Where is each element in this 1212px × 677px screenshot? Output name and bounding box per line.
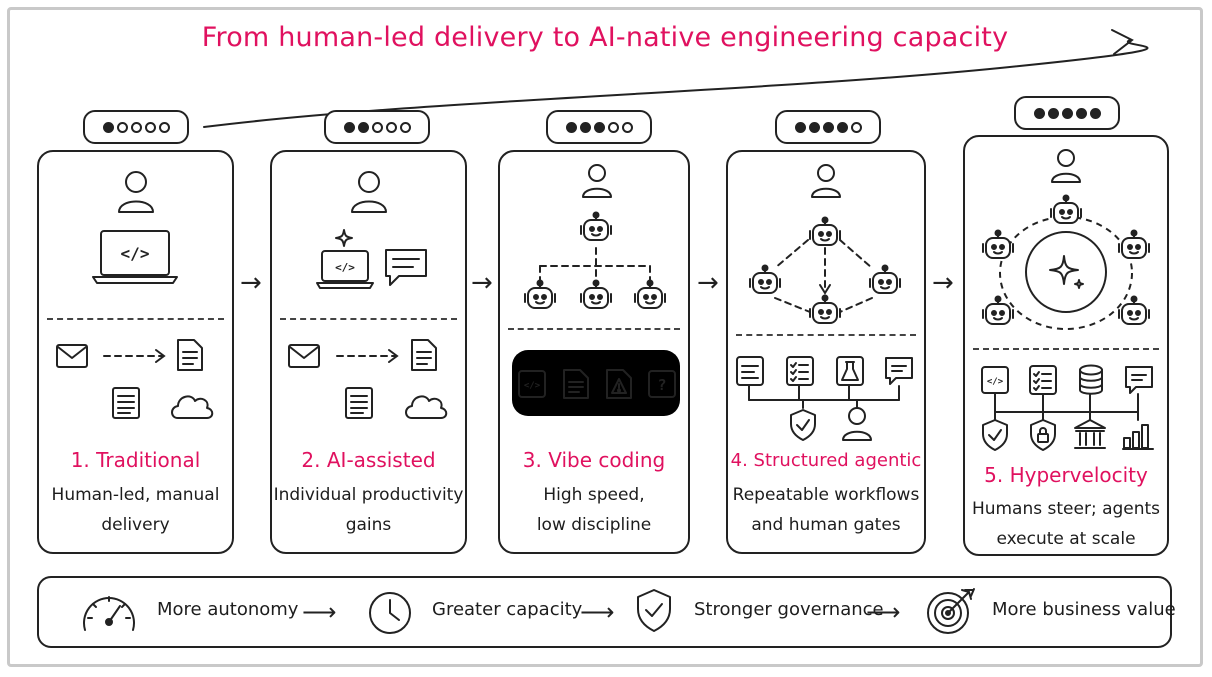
svg-text:?: ? [657, 376, 666, 394]
shield-check-icon [982, 419, 1008, 451]
outcome-arrow-2: ⟶ [580, 598, 615, 626]
stage-card-2 [270, 150, 467, 554]
outcome-label-governance: Stronger governance [694, 599, 884, 620]
spec-doc-icon [736, 356, 764, 386]
stage-arrow-1: → [240, 268, 262, 298]
bank-icon [1074, 419, 1106, 449]
stage-title-3: 3. Vibe coding [522, 448, 666, 472]
stage-title-1: 1. Traditional [70, 448, 201, 472]
robot-icon [634, 279, 666, 309]
robot-icon [1050, 194, 1082, 224]
laptop-code-icon: </> [316, 250, 374, 289]
clock-icon [369, 592, 411, 634]
robot-icon [580, 279, 612, 309]
page-title: From human-led delivery to AI-native eng… [201, 22, 1009, 53]
maturity-rating-2 [324, 110, 430, 144]
outcome-label-capacity: Greater capacity [432, 599, 583, 620]
robot-icon [809, 294, 841, 324]
laptop-code-icon: </> [92, 230, 178, 284]
outcome-arrow-3: ⟶ [866, 598, 901, 626]
robot-icon [869, 264, 901, 294]
outer-frame [7, 7, 1203, 667]
robot-icon [982, 295, 1014, 325]
robot-icon [580, 211, 612, 241]
person-icon [351, 171, 387, 213]
flow-arrow-icon [336, 349, 399, 363]
sparkle-icon [1049, 255, 1084, 289]
maturity-rating-3 [546, 110, 652, 144]
robot-icon [749, 264, 781, 294]
stage-arrow-2: → [471, 268, 493, 298]
svg-text:</>: </> [524, 381, 541, 391]
target-icon [927, 588, 975, 634]
person-icon [1051, 149, 1081, 183]
stage-arrow-4: → [932, 268, 954, 298]
checklist-doc-icon [345, 387, 373, 419]
outcome-label-autonomy: More autonomy [157, 599, 299, 620]
document-icon [411, 339, 437, 371]
warning-doc-icon [606, 369, 632, 399]
checklist-icon [1029, 365, 1057, 395]
mail-icon [288, 344, 320, 368]
cloud-icon [405, 395, 448, 419]
checklist-icon [786, 356, 814, 386]
card-2-divider [280, 318, 457, 320]
review-comment-icon [1125, 366, 1153, 394]
svg-text:</>: </> [335, 261, 355, 274]
card-1-divider [47, 318, 224, 320]
svg-text:</>: </> [121, 244, 150, 263]
question-icon: ? [648, 370, 676, 398]
artifact-cluster-outline [512, 350, 680, 416]
person-icon [118, 171, 154, 213]
document-icon [177, 339, 203, 371]
card-3-divider [508, 328, 680, 330]
bar-chart-icon [1122, 424, 1154, 450]
maturity-rating-1 [83, 110, 189, 144]
review-comment-icon [885, 357, 913, 385]
card-4-divider [736, 334, 916, 336]
maturity-rating-4 [775, 110, 881, 144]
stage-title-4: 4. Structured agentic [730, 450, 922, 471]
shield-check-icon [790, 409, 816, 441]
robot-icon [1118, 229, 1150, 259]
shield-check-icon [637, 589, 671, 632]
flow-arrow-icon [103, 349, 166, 363]
stage-description-3: High speed,low discipline [536, 485, 652, 535]
code-icon: </> [518, 370, 546, 398]
speedometer-icon [83, 596, 135, 631]
outcome-arrow-1: ⟶ [302, 598, 337, 626]
shield-lock-icon [1030, 419, 1056, 451]
database-icon [1079, 364, 1103, 395]
robot-icon [524, 279, 556, 309]
flask-test-icon [836, 356, 864, 386]
robot-icon [982, 229, 1014, 259]
card-5-divider [973, 348, 1159, 350]
stage-title-5: 5. Hypervelocity [984, 463, 1148, 487]
outcomes-banner [37, 576, 1172, 648]
person-icon [582, 164, 612, 198]
person-icon [811, 164, 841, 198]
maturity-rating-5 [1014, 96, 1120, 130]
sparkle-icon [335, 229, 353, 247]
document-icon [563, 369, 589, 399]
stage-arrow-3: → [697, 268, 719, 298]
outcome-label-business-value: More business value [992, 599, 1176, 620]
chat-bubble-icon [385, 249, 427, 286]
robot-icon [1118, 295, 1150, 325]
robot-icon [809, 216, 841, 246]
code-icon: </> [981, 366, 1009, 394]
svg-text:</>: </> [987, 377, 1004, 387]
person-icon [842, 407, 872, 441]
mail-icon [56, 344, 88, 368]
stage-title-2: 2. AI-assisted [301, 448, 436, 472]
checklist-doc-icon [112, 387, 140, 419]
cloud-icon [171, 395, 214, 419]
